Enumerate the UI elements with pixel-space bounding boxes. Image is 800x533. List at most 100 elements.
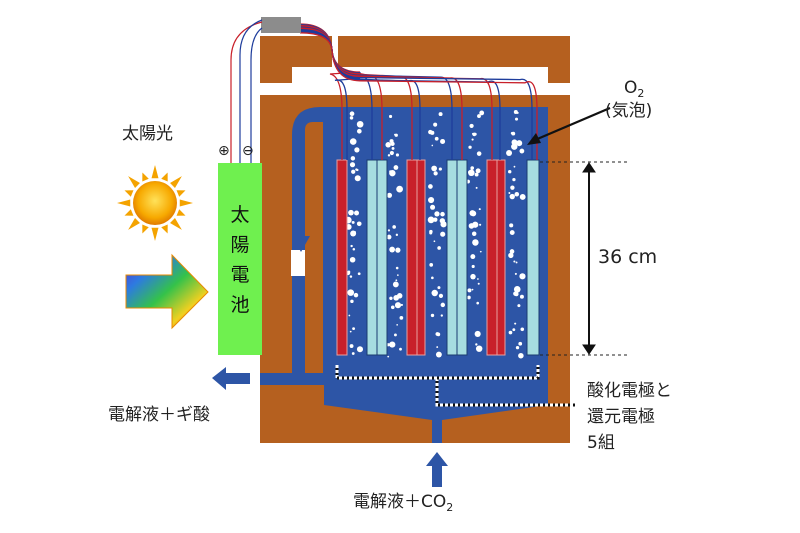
bubble: [358, 130, 362, 133]
sun-ray: [161, 172, 168, 182]
oxidation-electrode: [496, 159, 506, 356]
bubble: [468, 223, 475, 229]
o2-text: O: [624, 78, 638, 98]
bubble: [431, 144, 434, 147]
bubble: [514, 191, 520, 197]
solar-cell: [218, 163, 262, 355]
bubble: [399, 347, 402, 351]
bubble: [440, 211, 445, 217]
o2-label: O2: [624, 78, 644, 101]
bubble: [350, 156, 356, 161]
wire: [299, 32, 538, 160]
bubble: [430, 313, 435, 318]
bubble: [506, 149, 513, 156]
bubble: [476, 151, 482, 156]
bubble: [348, 209, 354, 216]
bubble: [397, 274, 399, 276]
bubble: [354, 147, 360, 153]
bubble: [476, 301, 480, 305]
bubble: [436, 332, 441, 337]
bubble: [387, 229, 391, 232]
o2-subscript: 2: [637, 87, 645, 100]
bubble: [354, 175, 361, 182]
bubble: [515, 261, 518, 264]
bubble: [470, 210, 477, 217]
bubble: [354, 210, 360, 216]
bubble: [395, 266, 399, 270]
sun-ray: [176, 209, 186, 216]
bubble: [350, 230, 357, 237]
bubble: [516, 111, 519, 114]
bubble: [347, 289, 355, 296]
output-label: 電解液＋ギ酸: [108, 405, 210, 425]
bubble: [469, 123, 474, 129]
bubble: [427, 196, 435, 204]
bubble: [396, 324, 398, 326]
o2-pointer-arrow: [527, 106, 611, 145]
bubble: [474, 172, 479, 177]
bubble: [510, 185, 515, 190]
bubble: [437, 246, 441, 250]
flow-gap: [291, 250, 305, 276]
bubble: [352, 248, 356, 251]
bubble: [347, 270, 351, 274]
bubble: [395, 247, 401, 253]
bubble: [349, 330, 352, 333]
bubble: [473, 132, 477, 136]
bubble: [349, 111, 355, 117]
reduction-electrode: [526, 159, 540, 356]
bubble: [389, 296, 393, 300]
bubble: [518, 341, 523, 346]
bubble: [434, 136, 439, 141]
sun-ray: [124, 190, 134, 197]
bubble: [429, 263, 434, 267]
bubble: [514, 291, 519, 297]
bubble: [470, 254, 476, 260]
bubble: [520, 327, 525, 332]
sun-ray: [176, 190, 186, 197]
bubble: [352, 327, 356, 331]
sunlight-label: 太陽光: [122, 124, 173, 144]
bubble: [513, 260, 516, 263]
sun-ray: [170, 218, 182, 230]
bubble: [479, 110, 485, 116]
bubble: [349, 256, 356, 263]
bubble: [511, 131, 516, 136]
bubble: [470, 166, 475, 170]
bubble: [509, 193, 515, 200]
oxidation-electrode: [336, 159, 348, 356]
bubble: [477, 278, 479, 280]
bubble: [396, 185, 403, 193]
bubble: [474, 330, 481, 338]
bubble: [387, 154, 391, 157]
down-flow-arrow: [292, 236, 310, 252]
bubble: [349, 275, 353, 278]
bubble: [394, 133, 398, 137]
bubble: [437, 286, 441, 290]
bubble: [471, 138, 474, 141]
bubble: [393, 165, 399, 170]
bubble: [429, 229, 433, 234]
bubble: [390, 141, 395, 146]
input-text: 電解液＋CO: [353, 492, 447, 512]
bubble: [479, 250, 482, 253]
input-label: 電解液＋CO2: [353, 492, 453, 515]
electrodes-line: 還元電極: [587, 407, 655, 427]
bubble: [433, 171, 438, 176]
output-flow-arrow: [212, 367, 250, 390]
minus-terminal: ⊖: [242, 143, 254, 159]
bubble: [440, 314, 443, 317]
bubble: [394, 302, 402, 309]
bubble: [515, 345, 520, 350]
bubble: [471, 231, 477, 236]
bubble: [350, 299, 354, 304]
bubble: [440, 138, 446, 144]
bubble: [433, 240, 436, 243]
sun-ray: [117, 199, 131, 207]
sun-ray: [151, 227, 159, 241]
sun-ray: [124, 209, 134, 216]
bubble: [386, 192, 393, 198]
bubble: [467, 288, 472, 293]
bubble: [513, 286, 521, 293]
